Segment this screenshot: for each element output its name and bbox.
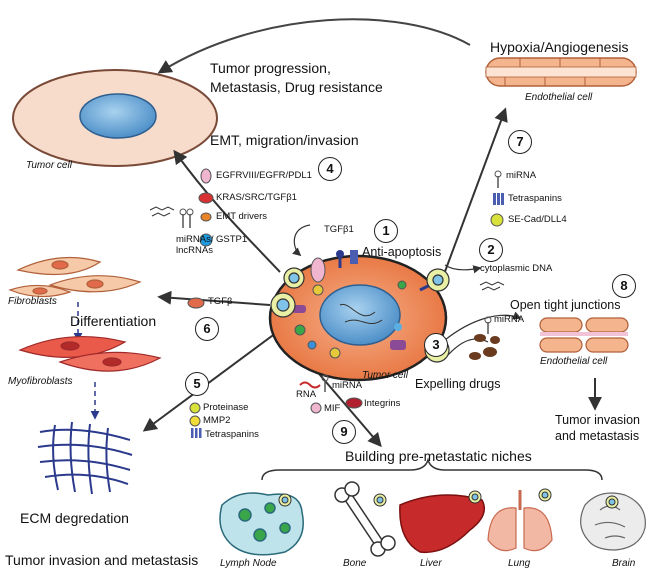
label-bone: Bone xyxy=(343,558,367,569)
label-differentiation: Differentiation xyxy=(70,313,157,329)
label-lymph-node: Lymph Node xyxy=(220,558,277,569)
label-tetraspanins-5: Tetraspanins xyxy=(205,429,259,440)
step-number-4: 4 xyxy=(318,157,342,181)
label-integrins: Integrins xyxy=(364,398,401,409)
label-mif: MIF xyxy=(324,403,341,414)
label-secad: SE-Cad/DLL4 xyxy=(508,214,567,225)
label-lncrnas: lncRNAs xyxy=(176,245,213,256)
label-ecm: ECM degredation xyxy=(20,510,129,526)
brain-illustration xyxy=(580,492,646,551)
label-mirnas: miRNAs/ xyxy=(176,234,214,245)
label-anti-apoptosis: Anti-apoptosis xyxy=(362,245,442,259)
step-number-9: 9 xyxy=(332,420,356,444)
label-tumor-invasion-right-2: and metastasis xyxy=(555,429,640,443)
label-tumor-progression: Tumor progression, xyxy=(210,60,331,76)
label-gstp1: GSTP1 xyxy=(216,234,248,245)
label-mirna-8: miRNA xyxy=(494,314,525,325)
label-hypoxia: Hypoxia/Angiogenesis xyxy=(490,39,629,55)
label-tgfb: TGFβ xyxy=(208,296,233,307)
tumor-cell-top-nucleus xyxy=(79,93,157,139)
lymph-node-illustration xyxy=(219,492,304,556)
fibroblasts xyxy=(8,256,142,298)
label-egfr: EGFRVIII/EGFR/PDL1 xyxy=(216,170,312,181)
endothelial-vessel-top xyxy=(485,57,637,87)
label-tumor-invasion-right-1: Tumor invasion xyxy=(555,413,640,427)
label-emt: EMT, migration/invasion xyxy=(210,132,359,148)
feedback-arrow xyxy=(157,18,471,74)
label-expelling: Expelling drugs xyxy=(415,377,501,391)
exosome-left xyxy=(270,292,296,318)
label-tumor-cell-top: Tumor cell xyxy=(26,160,72,171)
step-number-6: 6 xyxy=(195,317,219,341)
label-endothelial-right: Endothelial cell xyxy=(540,356,608,367)
label-metastasis-drug: Metastasis, Drug resistance xyxy=(210,79,383,95)
label-rna: RNA xyxy=(296,389,317,400)
label-open-tight: Open tight junctions xyxy=(510,298,621,312)
label-lung: Lung xyxy=(508,558,531,569)
myofibroblasts xyxy=(18,335,162,372)
label-mmp2: MMP2 xyxy=(203,415,231,426)
bone-illustration xyxy=(334,481,396,557)
exosome-top-left xyxy=(283,267,305,289)
step-number-5: 5 xyxy=(185,372,209,396)
label-myofibroblasts: Myofibroblasts xyxy=(8,376,73,387)
label-emt-drivers: EMT drivers xyxy=(216,211,268,222)
label-tetraspanins-7: Tetraspanins xyxy=(508,193,562,204)
step-number-2: 2 xyxy=(479,238,503,262)
label-tumor-cell-center: Tumor cell xyxy=(362,370,408,381)
label-fibroblasts: Fibroblasts xyxy=(8,296,57,307)
lung-illustration xyxy=(487,490,553,552)
label-liver: Liver xyxy=(420,558,442,569)
tumor-cell-center-nucleus xyxy=(319,284,401,346)
liver-illustration xyxy=(399,494,485,554)
label-brain: Brain xyxy=(612,558,636,569)
label-mirna-9: miRNA xyxy=(332,380,363,391)
label-cytoplasmic-dna: cytoplasmic DNA xyxy=(480,263,553,274)
label-building: Building pre-metastatic niches xyxy=(345,448,532,464)
step-number-3: 3 xyxy=(424,333,448,357)
label-endothelial-top: Endothelial cell xyxy=(525,92,593,103)
endothelial-cells-right xyxy=(539,317,629,353)
label-mirna-7: miRNA xyxy=(506,170,537,181)
step-number-1: 1 xyxy=(374,219,398,243)
step-number-8: 8 xyxy=(612,274,636,298)
exosome-right xyxy=(426,268,450,292)
step-number-7: 7 xyxy=(508,130,532,154)
label-proteinase: Proteinase xyxy=(203,402,249,413)
label-kras: KRAS/SRC/TGFβ1 xyxy=(216,192,297,203)
label-tgfb1: TGFβ1 xyxy=(324,224,354,235)
ecm-mesh xyxy=(37,421,133,495)
label-tumor-invasion-bottom: Tumor invasion and metastasis xyxy=(5,552,199,568)
